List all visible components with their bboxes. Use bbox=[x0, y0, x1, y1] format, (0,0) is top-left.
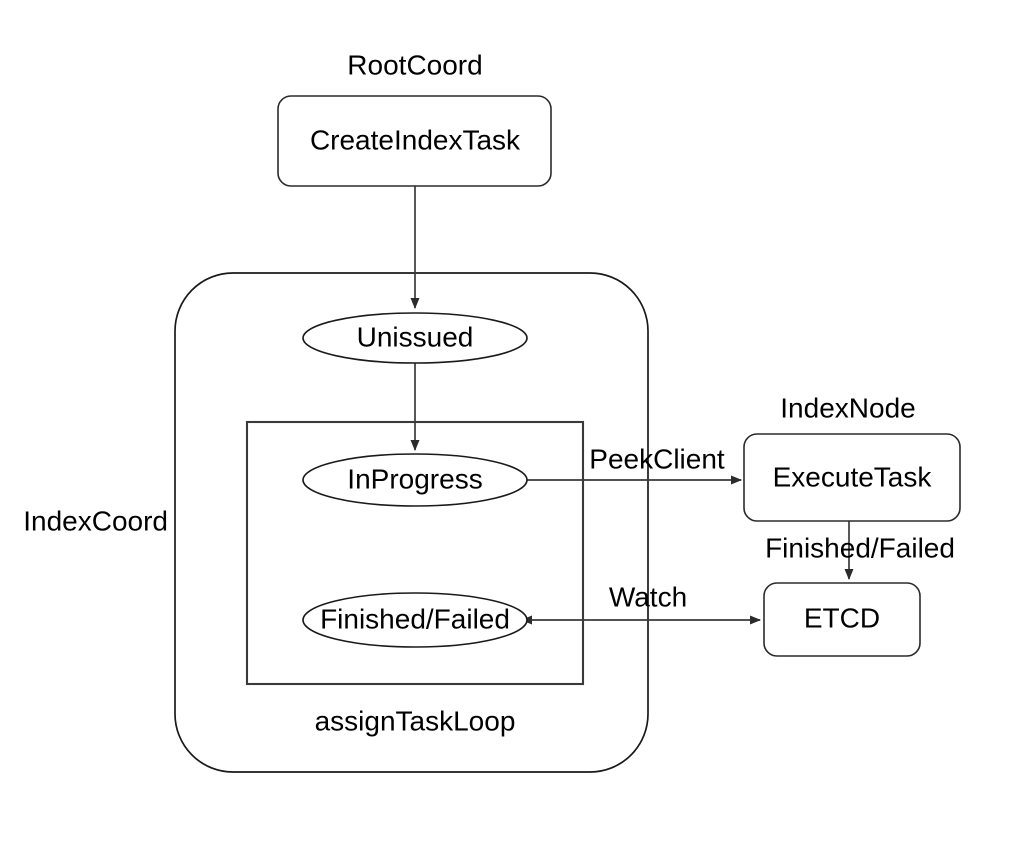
edge-label-watch-group: Watch bbox=[609, 581, 687, 612]
inprogress-label: InProgress bbox=[347, 463, 482, 494]
node-inprogress[interactable]: InProgress bbox=[302, 453, 528, 507]
node-finished-failed[interactable]: Finished/Failed bbox=[302, 592, 528, 648]
node-unissued[interactable]: Unissued bbox=[302, 312, 528, 364]
unissued-ellipse[interactable] bbox=[302, 312, 528, 364]
indexnode-label: IndexNode bbox=[780, 392, 915, 423]
group-indexcoord: IndexCoord bbox=[23, 272, 649, 773]
execute-task-label: ExecuteTask bbox=[773, 461, 933, 492]
create-index-task-box[interactable] bbox=[277, 95, 552, 187]
edge-label-finished-failed-group: Finished/Failed bbox=[765, 532, 955, 563]
rootcoord-label: RootCoord bbox=[347, 49, 482, 80]
node-create-index-task[interactable]: RootCoord CreateIndexTask bbox=[277, 49, 552, 187]
indexcoord-container bbox=[174, 272, 649, 773]
edge-label-peekclient-group: PeekClient bbox=[589, 443, 725, 474]
edge-label-peekclient: PeekClient bbox=[589, 443, 725, 474]
create-index-task-label: CreateIndexTask bbox=[310, 124, 521, 155]
etcd-box[interactable] bbox=[763, 582, 921, 657]
node-execute-task[interactable]: IndexNode ExecuteTask bbox=[743, 392, 961, 522]
unissued-label: Unissued bbox=[357, 321, 474, 352]
indexcoord-label: IndexCoord bbox=[23, 505, 168, 536]
edge-label-watch: Watch bbox=[609, 581, 687, 612]
edge-label-finished-failed: Finished/Failed bbox=[765, 532, 955, 563]
assigntaskloop-label: assignTaskLoop bbox=[315, 705, 516, 736]
finished-failed-label: Finished/Failed bbox=[320, 603, 510, 634]
node-etcd[interactable]: ETCD bbox=[763, 582, 921, 657]
execute-task-box[interactable] bbox=[743, 433, 961, 522]
inprogress-ellipse[interactable] bbox=[302, 453, 528, 507]
etcd-label: ETCD bbox=[804, 602, 880, 633]
finished-failed-ellipse[interactable] bbox=[302, 592, 528, 648]
